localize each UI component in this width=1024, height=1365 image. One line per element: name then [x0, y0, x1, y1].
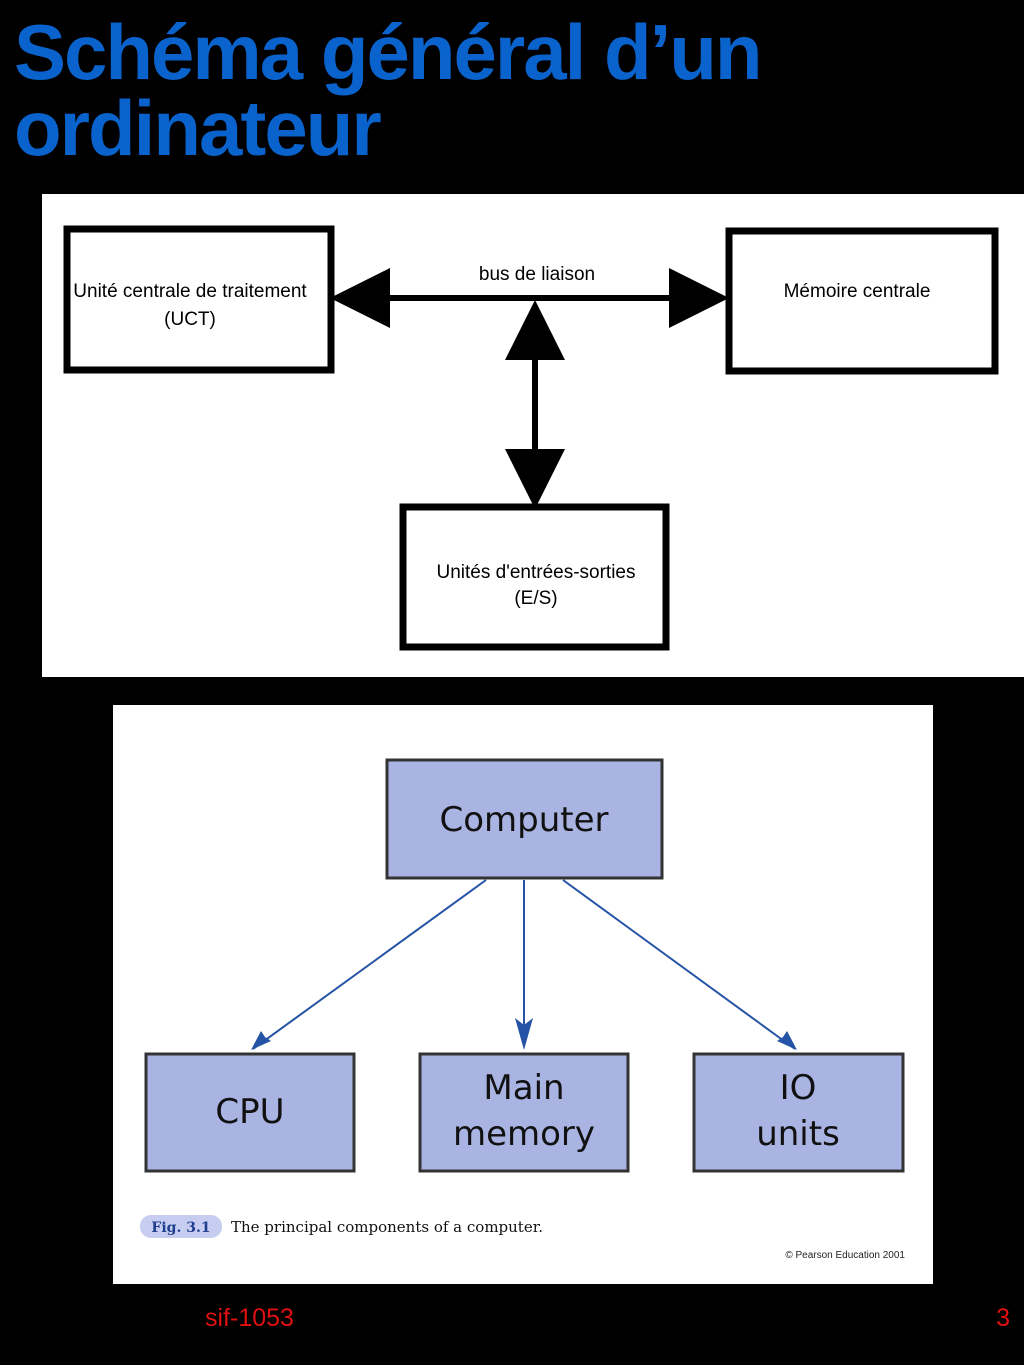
french-diagram: bus de liaison Unité centrale de traitem…	[63, 225, 999, 651]
cpu-node-box	[144, 1052, 356, 1173]
copyright-text: © Pearson Education 2001	[785, 1250, 905, 1261]
io-box-label-line1: Unités d'entrées-sorties	[437, 562, 636, 583]
memory-box	[725, 227, 999, 375]
io-units-box	[692, 1052, 905, 1173]
french-diagram-panel: bus de liaison Unité centrale de traitem…	[42, 194, 1024, 677]
arrow-to-io	[562, 879, 796, 1050]
io-box-label-line2: (E/S)	[514, 588, 557, 609]
computer-box	[385, 758, 664, 880]
arrowhead-cpu	[251, 1031, 271, 1050]
cpu-box	[63, 225, 335, 374]
english-diagram: Computer CPU Main memory IO units Fig. 3…	[140, 758, 905, 1261]
arrowhead-memory	[515, 1018, 533, 1050]
caption-badge-label: Fig. 3.1	[151, 1220, 210, 1236]
cpu-box-label-line2: (UCT)	[164, 309, 216, 330]
slide-title: Schéma général d’un ordinateur	[14, 8, 1014, 172]
english-diagram-panel: Computer CPU Main memory IO units Fig. 3…	[113, 705, 933, 1284]
bus-label: bus de liaison	[479, 264, 595, 285]
slide-title-line1: Schéma général d’un	[14, 8, 763, 96]
caption-badge	[140, 1215, 222, 1238]
caption-text: The principal components of a computer.	[231, 1218, 543, 1236]
footer-course-code: sif-1053	[205, 1304, 294, 1332]
memory-box-label: Mémoire centrale	[784, 281, 931, 302]
main-memory-label-line1: Main	[483, 1068, 564, 1108]
arrow-to-cpu	[252, 879, 487, 1050]
cpu-box-label-line1: Unité centrale de traitement	[73, 281, 307, 302]
io-units-label-line1: IO	[780, 1068, 817, 1108]
main-memory-box	[418, 1052, 630, 1173]
footer-page-number: 3	[996, 1304, 1010, 1332]
main-memory-label-line2: memory	[453, 1114, 595, 1154]
io-units-label-line2: units	[756, 1114, 840, 1154]
slide-title-line2: ordinateur	[14, 84, 382, 172]
cpu-node-label: CPU	[215, 1092, 284, 1132]
arrowhead-io	[777, 1031, 797, 1050]
computer-label: Computer	[439, 800, 608, 840]
